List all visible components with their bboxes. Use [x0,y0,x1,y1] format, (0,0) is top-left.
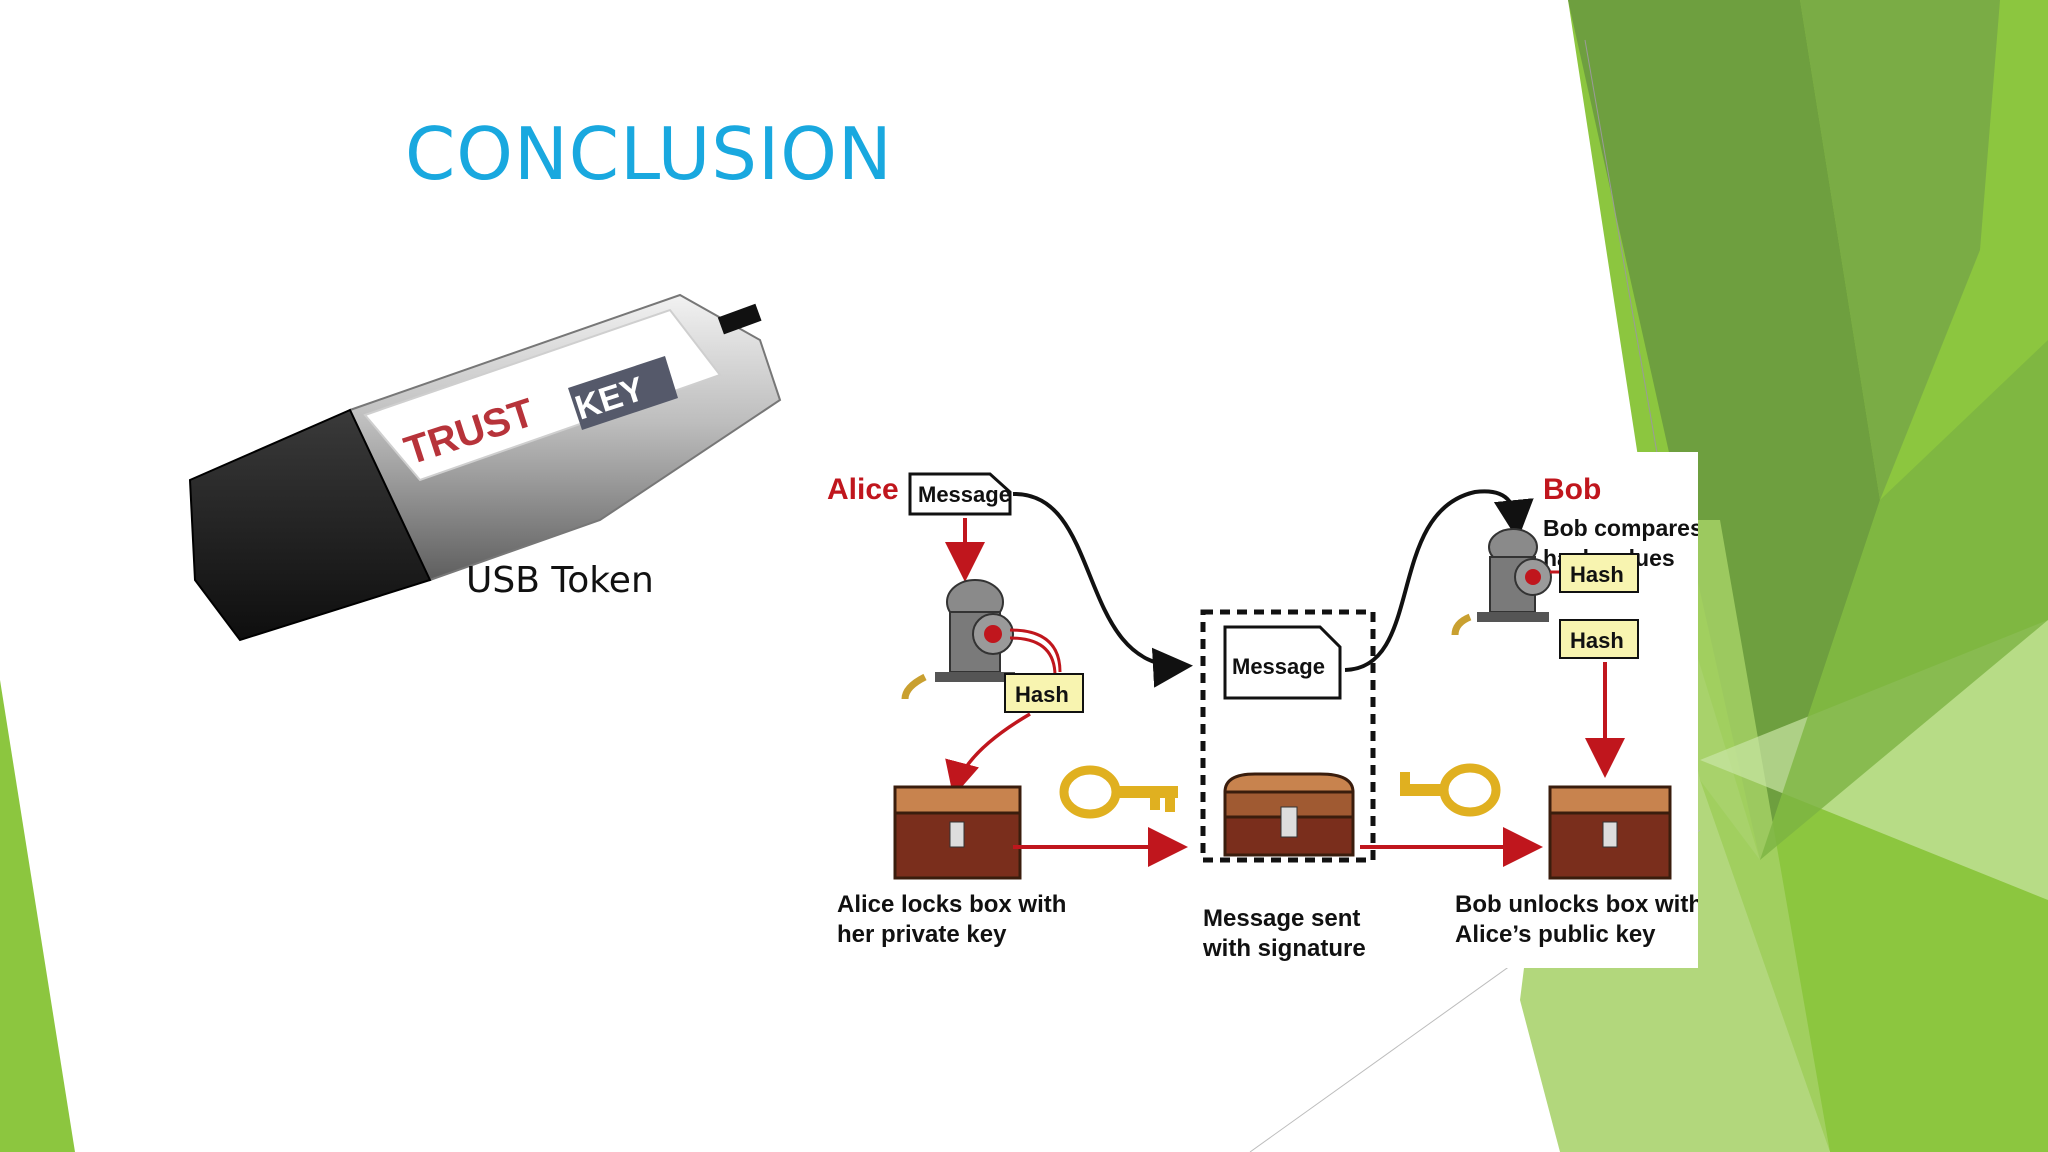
alice-caption-line2: her private key [837,921,1007,948]
bob-compares-line1: Bob compares [1543,515,1698,541]
alice-message-doc: Message [908,472,1012,516]
middle-caption-line2: with signature [1202,935,1366,962]
svg-text:Hash: Hash [1015,682,1069,707]
public-key-icon [1400,763,1501,817]
svg-text:Message: Message [1232,654,1325,679]
alice-label: Alice [827,473,899,506]
bob-treasure-chest-icon [1548,785,1672,880]
digital-signature-diagram: Alice Message Hash Alice locks box with … [815,452,1698,968]
bob-meat-grinder-icon [1451,528,1552,636]
bob-caption-line1: Bob unlocks box with [1455,891,1698,918]
usb-token-caption: USB Token [466,560,654,601]
alice-caption-line1: Alice locks box with [837,891,1066,918]
svg-text:Message: Message [918,482,1011,507]
left-accent-shape [0,680,75,1152]
treasure-chest-closed-icon [1223,772,1355,857]
bob-label: Bob [1543,473,1601,506]
bob-hash-box-2: Hash [1559,619,1639,659]
signed-message-frame [1200,609,1376,863]
svg-text:Hash: Hash [1570,628,1624,653]
slide-title: CONCLUSION [405,112,893,196]
key-icon [1059,765,1178,819]
middle-message-doc: Message [1223,625,1342,700]
middle-caption-line1: Message sent [1203,905,1360,932]
meat-grinder-icon [901,579,1015,700]
alice-hash-box: Hash [1004,673,1084,713]
bob-caption-line2: Alice’s public key [1455,921,1656,948]
usb-token-image: TRUST KEY [188,293,782,642]
treasure-chest-icon [893,785,1022,880]
bob-hash-box-1: Hash [1559,553,1639,593]
svg-text:Hash: Hash [1570,562,1624,587]
